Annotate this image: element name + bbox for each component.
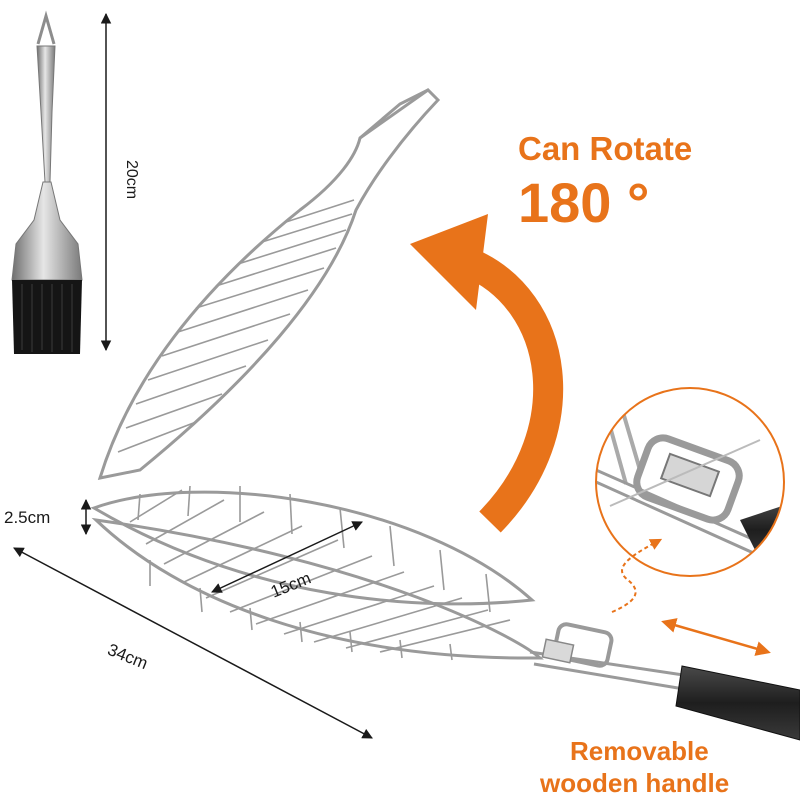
wooden-handle: [675, 665, 800, 741]
basket-lid: [97, 88, 441, 480]
zoom-circle-border: [595, 387, 785, 577]
dimension-lines: [13, 498, 373, 739]
handle-zoom-detail: [595, 387, 785, 656]
rotation-arrow-shaft: [461, 248, 564, 533]
brush-hanging-loop: [36, 10, 56, 45]
feature-line2: wooden handle: [540, 768, 730, 798]
width-line: [211, 521, 363, 593]
brush-bristles: [12, 280, 82, 354]
length-line: [13, 547, 373, 739]
basket-tray: [90, 485, 544, 661]
lid-handle-tip: [359, 88, 429, 140]
rotation-arrow-head: [410, 214, 488, 310]
basting-brush: [11, 10, 83, 354]
basket-height-label: 2.5cm: [4, 508, 51, 527]
handle-clip-bar: [541, 638, 575, 664]
brush-handle: [36, 45, 56, 183]
slide-direction-arrow: [661, 618, 771, 656]
brush-ferrule: [11, 181, 83, 281]
lid-frame: [97, 88, 441, 480]
handle-clip: [552, 622, 614, 668]
brush-length-label: 20cm: [123, 160, 140, 200]
zoom-pointer: [611, 538, 663, 613]
headline-line2: 180 °: [518, 171, 650, 234]
headline-line1: Can Rotate: [518, 130, 693, 167]
feature-line1: Removable: [570, 736, 709, 766]
basket-handle-assembly: [529, 622, 800, 741]
tray-cross-wires: [129, 489, 511, 653]
tray-bottom-rim: [91, 517, 544, 660]
lid-wires: [117, 199, 355, 453]
rotation-arrow: [410, 214, 564, 533]
